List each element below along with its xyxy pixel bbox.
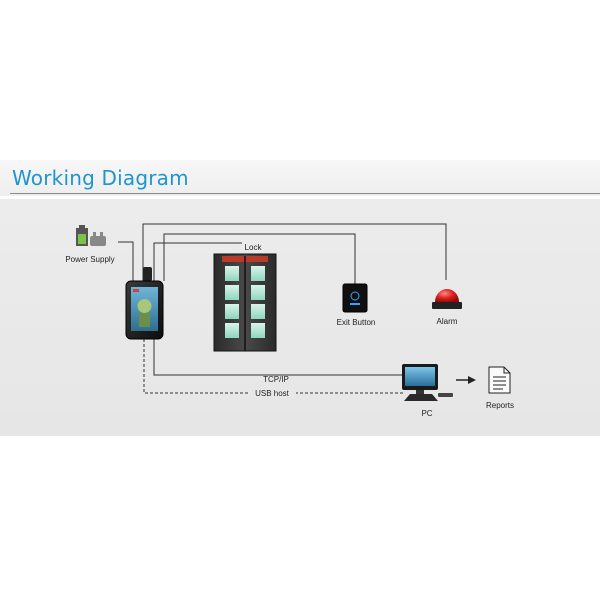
tcp-ip-label: TCP/IP	[263, 375, 289, 384]
power-wire	[118, 241, 134, 281]
tcp-ip-line	[153, 339, 404, 376]
title-divider	[10, 193, 600, 194]
usb-host-line	[143, 339, 404, 394]
pc-label: PC	[421, 409, 432, 418]
reports-label: Reports	[486, 401, 514, 410]
power-supply-label: Power Supply	[65, 255, 114, 264]
alarm-icon	[432, 289, 462, 309]
lock-wire	[153, 242, 242, 281]
usb-host-label: USB host	[255, 389, 290, 398]
alarm-wire	[142, 223, 447, 281]
power-supply-icon	[76, 225, 106, 246]
door-icon	[213, 253, 277, 352]
header-band	[0, 160, 600, 196]
terminal-device-icon	[125, 267, 164, 340]
connection-lines	[118, 223, 447, 394]
alarm-label: Alarm	[437, 317, 458, 326]
arrow-right-icon	[456, 376, 476, 384]
page-title: Working Diagram	[12, 166, 189, 190]
pc-icon	[402, 364, 453, 401]
reports-document-icon	[488, 366, 511, 394]
exit-button-icon	[342, 283, 368, 313]
exit-button-wire	[163, 233, 356, 284]
lock-label: Lock	[245, 243, 263, 252]
exit-button-label: Exit Button	[337, 318, 376, 327]
